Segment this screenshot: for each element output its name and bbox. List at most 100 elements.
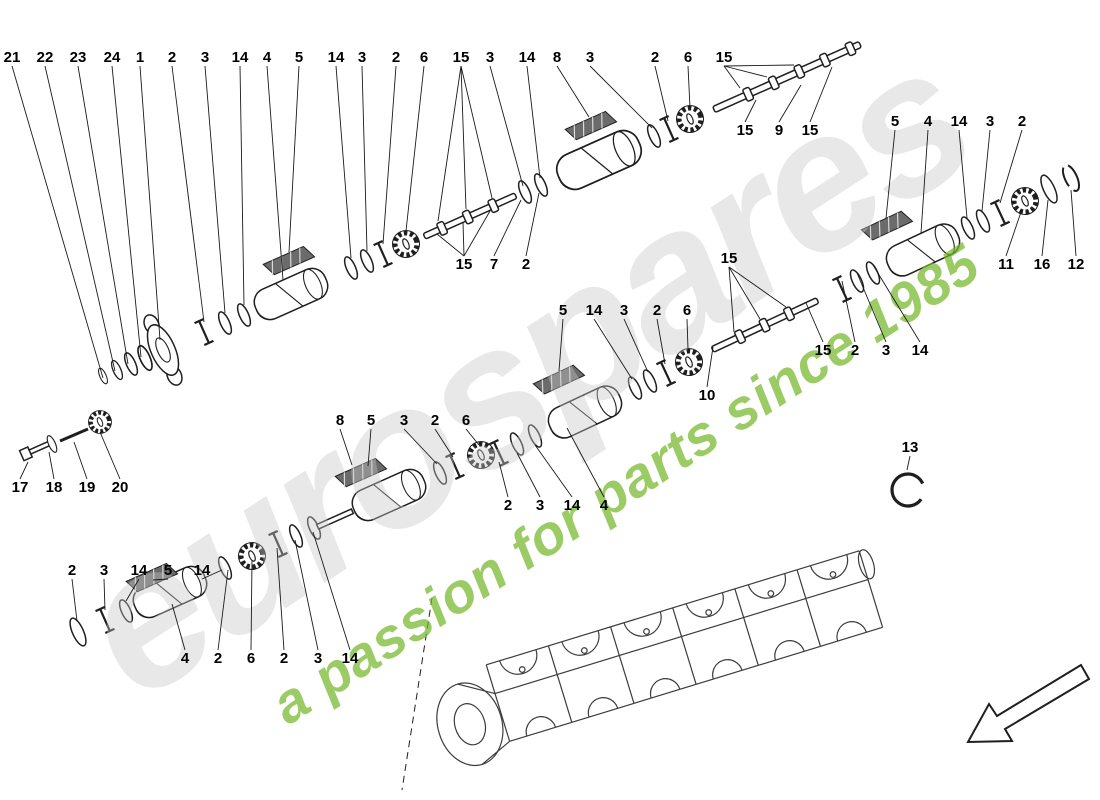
part-callout-14[interactable]: 14 xyxy=(951,113,968,219)
part-callout-2[interactable]: 2 xyxy=(382,49,400,245)
part-callout-15[interactable]: 15 xyxy=(436,210,491,273)
part-callout-6[interactable]: 6 xyxy=(683,302,691,350)
part-number: 6 xyxy=(420,49,428,66)
seal-ring xyxy=(121,350,141,378)
part-callout-22[interactable]: 22 xyxy=(37,49,116,372)
part-callout-5[interactable]: 5 xyxy=(885,113,899,219)
part-number: 3 xyxy=(400,412,408,429)
part-callout-17[interactable]: 17 xyxy=(12,461,29,496)
part-callout-3[interactable]: 3 xyxy=(486,49,524,187)
part-callout-14[interactable]: 14 xyxy=(232,49,249,306)
part-callout-5[interactable]: 5 xyxy=(288,49,303,253)
part-callout-14[interactable]: 14 xyxy=(328,49,352,259)
part-callout-18[interactable]: 18 xyxy=(46,451,63,496)
part-callout-3[interactable]: 3 xyxy=(201,49,226,314)
part-callout-2[interactable]: 2 xyxy=(68,562,78,622)
leader-line xyxy=(99,431,121,480)
part-callout-5[interactable]: 5 xyxy=(367,412,375,467)
part-callout-3[interactable]: 3 xyxy=(981,113,994,212)
part-callout-5[interactable]: 5 xyxy=(558,302,567,372)
part-callout-6[interactable]: 6 xyxy=(405,49,428,232)
part-callout-21[interactable]: 21 xyxy=(4,49,104,379)
part-callout-13[interactable]: 13 xyxy=(902,439,919,471)
part-callout-3[interactable]: 3 xyxy=(100,562,108,611)
part-callout-3[interactable]: 3 xyxy=(516,452,544,514)
leader-line xyxy=(239,65,245,306)
part-callout-2[interactable]: 2 xyxy=(168,49,205,323)
part-callout-5[interactable]: 5 xyxy=(152,562,172,581)
part-callout-15[interactable]: 15 xyxy=(716,49,795,89)
part-callout-15[interactable]: 15 xyxy=(737,99,757,139)
leader-line xyxy=(288,65,300,253)
part-callout-14[interactable]: 14 xyxy=(586,302,633,380)
part-callout-4[interactable]: 4 xyxy=(920,113,933,234)
part-number: 13 xyxy=(902,439,919,456)
part-callout-2[interactable]: 2 xyxy=(522,192,540,273)
part-callout-14[interactable]: 14 xyxy=(125,562,148,602)
leader-line xyxy=(656,318,666,365)
part-callout-2[interactable]: 2 xyxy=(214,569,229,667)
leader-line xyxy=(294,539,319,651)
bushing-ring xyxy=(234,301,254,329)
part-number: 24 xyxy=(104,49,121,66)
watermark: eurospares a passion for parts since 198… xyxy=(40,6,1005,740)
part-callout-11[interactable]: 11 xyxy=(998,211,1022,273)
part-callout-2[interactable]: 2 xyxy=(431,412,454,458)
leader-line xyxy=(687,65,691,109)
leader-line xyxy=(204,65,226,314)
part-callout-8[interactable]: 8 xyxy=(336,412,353,466)
leader-line xyxy=(335,65,352,259)
part-callout-6[interactable]: 6 xyxy=(684,49,692,109)
part-callout-24[interactable]: 24 xyxy=(104,49,142,358)
part-callout-15[interactable]: 15 xyxy=(721,250,787,333)
part-callout-12[interactable]: 12 xyxy=(1068,189,1085,273)
part-callout-15[interactable]: 15 xyxy=(802,66,833,139)
part-callout-3[interactable]: 3 xyxy=(294,539,322,667)
part-callout-4[interactable]: 4 xyxy=(171,603,190,667)
part-callout-14[interactable]: 14 xyxy=(312,531,359,667)
leader-line xyxy=(981,129,991,212)
part-callout-8[interactable]: 8 xyxy=(553,49,590,118)
leader-line xyxy=(744,99,757,123)
part-callout-10[interactable]: 10 xyxy=(699,346,716,404)
part-callout-3[interactable]: 3 xyxy=(358,49,368,252)
part-number: 2 xyxy=(214,650,222,667)
part-callout-3[interactable]: 3 xyxy=(620,302,649,373)
part-callout-3[interactable]: 3 xyxy=(856,272,890,359)
part-callout-3[interactable]: 3 xyxy=(400,412,438,465)
part-callout-9[interactable]: 9 xyxy=(775,84,802,139)
part-callout-4[interactable]: 4 xyxy=(566,427,609,514)
part-callout-14[interactable]: 14 xyxy=(534,444,581,514)
part-callout-19[interactable]: 19 xyxy=(73,441,95,496)
leader-line xyxy=(920,129,929,234)
part-callout-2[interactable]: 2 xyxy=(498,461,512,514)
part-callout-2[interactable]: 2 xyxy=(653,302,666,365)
part-callout-23[interactable]: 23 xyxy=(70,49,129,365)
part-callout-15[interactable]: 15 xyxy=(805,302,831,359)
part-callout-15[interactable]: 15 xyxy=(437,49,493,222)
part-number: 4 xyxy=(600,497,609,514)
part-callout-2[interactable]: 2 xyxy=(651,49,669,122)
part-callout-14[interactable]: 14 xyxy=(872,264,929,359)
part-callout-2[interactable]: 2 xyxy=(841,280,859,359)
part-callout-16[interactable]: 16 xyxy=(1034,199,1051,273)
part-number: 3 xyxy=(358,49,366,66)
part-callout-20[interactable]: 20 xyxy=(99,431,128,496)
part-number: 2 xyxy=(522,256,530,273)
leader-line xyxy=(201,569,223,580)
bearing-ring xyxy=(531,171,551,199)
part-callout-6[interactable]: 6 xyxy=(462,412,480,446)
part-callout-1[interactable]: 1 xyxy=(136,49,161,341)
part-callout-4[interactable]: 4 xyxy=(263,49,284,281)
part-callout-7[interactable]: 7 xyxy=(490,199,522,273)
part-callout-2[interactable]: 2 xyxy=(999,113,1026,204)
part-number: 4 xyxy=(181,650,190,667)
part-callout-2[interactable]: 2 xyxy=(276,547,288,667)
part-callout-6[interactable]: 6 xyxy=(247,559,255,667)
shim-ring xyxy=(96,366,110,386)
part-callout-14[interactable]: 14 xyxy=(519,49,541,179)
leader-line xyxy=(463,210,491,257)
part-callout-3[interactable]: 3 xyxy=(586,49,653,129)
part-callout-14[interactable]: 14 xyxy=(194,562,223,580)
leader-line xyxy=(217,569,229,651)
